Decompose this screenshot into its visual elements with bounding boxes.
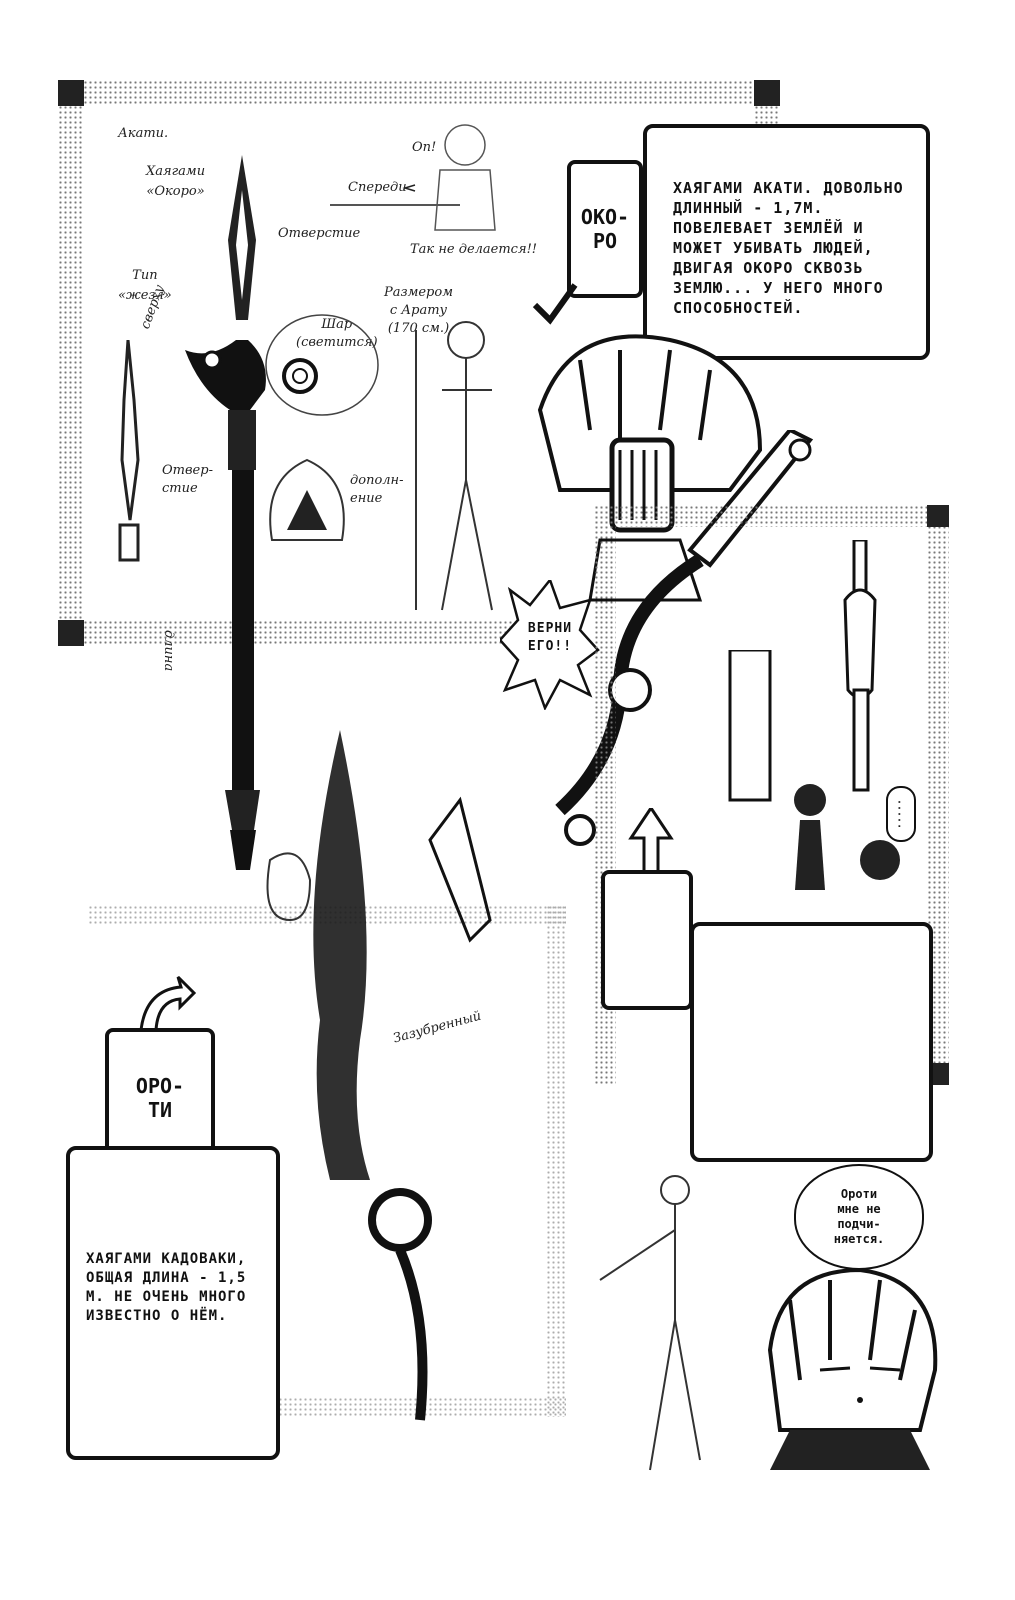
side-staff-sketch bbox=[118, 340, 140, 562]
hole-top-note: Отверстие bbox=[278, 226, 361, 241]
oroti-caption: Хаягами Кадоваки, общая длина - 1,5 м. Н… bbox=[86, 1251, 247, 1324]
figure-scale-sketch bbox=[415, 321, 493, 611]
scale-note: Размером с Арату (170 см.) bbox=[384, 285, 453, 336]
oops-sketch bbox=[330, 124, 496, 231]
orb-sketch bbox=[265, 314, 379, 416]
hakua-brush-sketch bbox=[843, 540, 877, 792]
panel-border-bottom bbox=[58, 620, 518, 646]
oops-note: Оп! bbox=[412, 140, 437, 155]
okoro-tag: ОКО- РО bbox=[567, 160, 643, 298]
speech-bubble: Ороти мне не подчи- няется. bbox=[794, 1164, 924, 1270]
okoro-arrow bbox=[532, 283, 578, 325]
hakua-caption-box bbox=[690, 922, 933, 1162]
chibi-character-bottom bbox=[767, 1267, 938, 1470]
shout-bubble-text: ВЕРНИ ЕГО!! bbox=[527, 621, 573, 654]
hakua-tag bbox=[601, 870, 693, 1010]
okoro-tag-label: ОКО- РО bbox=[580, 205, 630, 253]
panel-border-left bbox=[58, 80, 84, 646]
hole-side-note: Отвер- стие bbox=[162, 463, 213, 496]
orb-note: Шар (светится) bbox=[296, 317, 378, 350]
front-note: Спереди bbox=[348, 180, 407, 195]
small-chibi-figures bbox=[728, 650, 900, 890]
addition-sketch bbox=[269, 458, 345, 541]
weapon-name-note: Хаягами «Окоро» bbox=[146, 164, 206, 199]
oroti-weapon-sketch bbox=[266, 730, 492, 1421]
ellipsis-bubble: ..... bbox=[886, 786, 916, 842]
panel-border-top bbox=[58, 80, 780, 106]
speech-bubble-text: Ороти мне не подчи- няется. bbox=[833, 1187, 885, 1246]
sketch-title: Акати. bbox=[118, 126, 169, 141]
panel-border-right bbox=[546, 905, 566, 1417]
okoro-spear-sketch bbox=[185, 155, 266, 870]
okoro-caption: Хаягами Акати. Довольно длинный - 1,7м. … bbox=[673, 179, 904, 317]
okoro-caption-box: Хаягами Акати. Довольно длинный - 1,7м. … bbox=[643, 124, 930, 360]
not-done-note: Так не делается!! bbox=[410, 242, 538, 257]
sketch-panel-akati bbox=[58, 80, 780, 646]
hakua-arrow bbox=[628, 808, 674, 878]
panel-border-top bbox=[594, 505, 949, 527]
addition-note: дополн- ение bbox=[350, 473, 404, 506]
oroti-caption-box: Хаягами Кадоваки, общая длина - 1,5 м. Н… bbox=[66, 1146, 280, 1460]
type-note: Тип «жезл» bbox=[118, 268, 172, 303]
shout-bubble-shape bbox=[500, 580, 600, 710]
chibi-character-shouting bbox=[537, 334, 763, 602]
oroti-arrow bbox=[139, 975, 196, 1032]
ellipsis-text: ..... bbox=[895, 798, 907, 830]
stick-figure-sketch bbox=[599, 1175, 701, 1471]
oroti-tag-label: ОРО- ТИ bbox=[135, 1074, 185, 1122]
